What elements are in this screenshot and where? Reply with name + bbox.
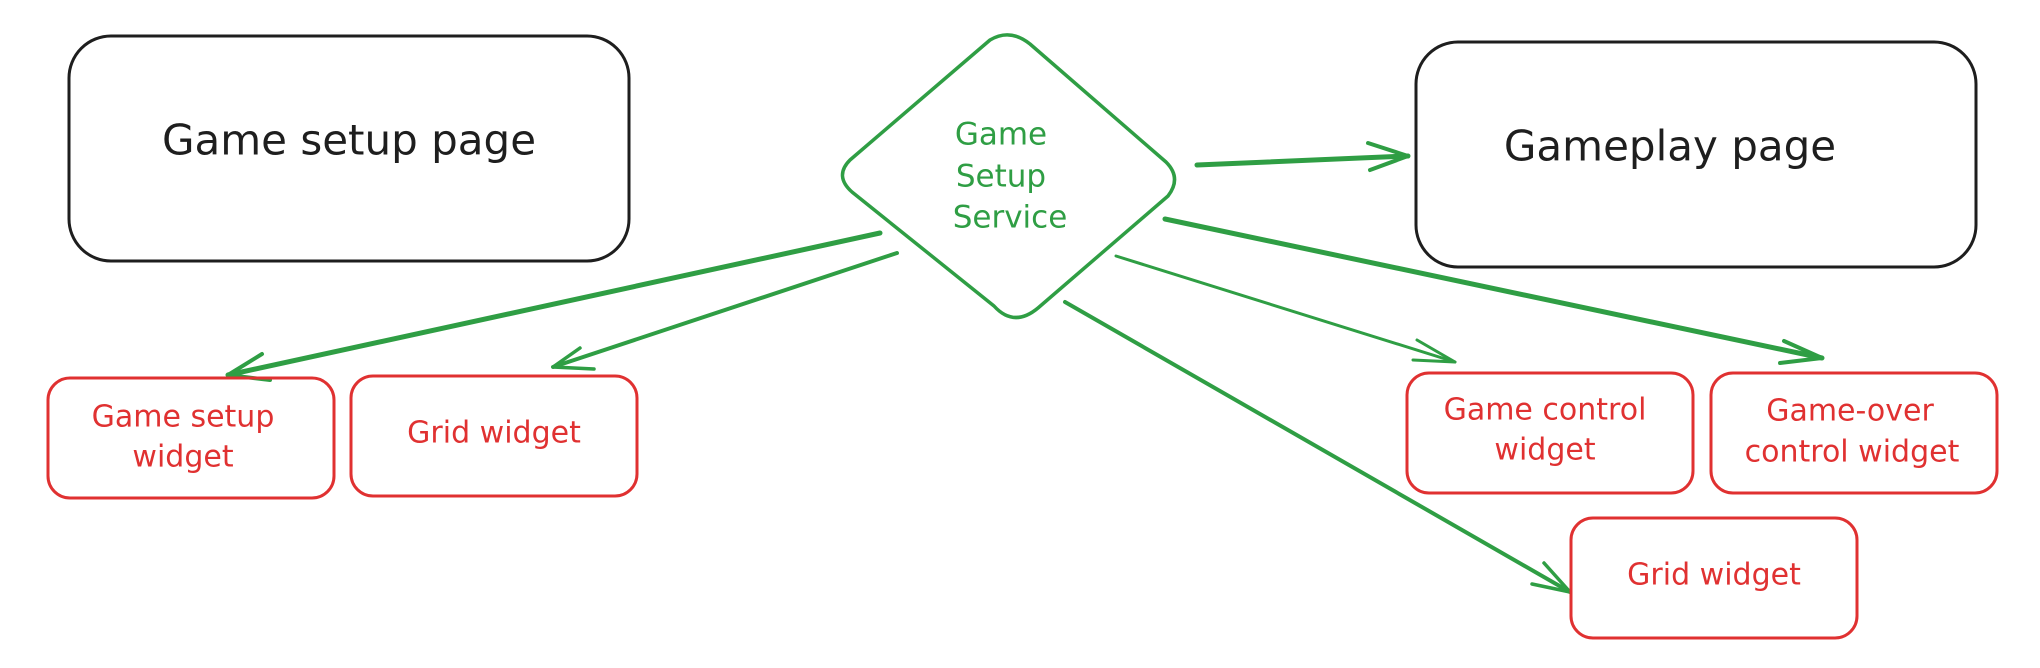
grid-widget-right-node: Grid widget [1569, 516, 1859, 640]
grid-widget-right-label: Grid widget [1627, 558, 1801, 593]
grid-widget-left-label: Grid widget [407, 416, 581, 451]
game-setup-widget-label-line-2: widget [132, 440, 233, 475]
service-label-line-2: Setup [956, 159, 1046, 195]
arrow-service-to-grid-widget-left [551, 251, 899, 371]
arrow-service-to-game-control-widget [1114, 254, 1457, 364]
game-control-widget-label-line-1: Game control [1444, 393, 1647, 428]
game-control-widget-node: Game control widget [1405, 371, 1695, 495]
game-setup-page-label: Game setup page [162, 116, 536, 165]
game-setup-widget-node: Game setup widget [46, 376, 336, 500]
game-control-widget-label-line-2: widget [1494, 433, 1595, 468]
service-label-line-3: Service [953, 200, 1068, 236]
grid-widget-left-node: Grid widget [349, 374, 639, 498]
game-over-widget-label-line-2: control widget [1745, 435, 1960, 470]
game-over-control-widget-node: Game-over control widget [1709, 371, 1999, 495]
service-label-line-1: Game [955, 117, 1047, 153]
connectors [225, 141, 1825, 594]
arrow-service-to-game-over-widget [1162, 216, 1825, 365]
game-setup-page-node: Game setup page [67, 34, 631, 263]
gameplay-page-label: Gameplay page [1504, 122, 1836, 171]
game-setup-service-node: Game Setup Service [840, 33, 1177, 320]
arrow-service-to-gameplay-page [1194, 141, 1411, 172]
arrow-service-to-game-setup-widget [225, 230, 883, 382]
game-over-widget-label-line-1: Game-over [1766, 394, 1934, 429]
game-setup-widget-label-line-1: Game setup [92, 400, 275, 435]
gameplay-page-node: Gameplay page [1414, 40, 1978, 269]
